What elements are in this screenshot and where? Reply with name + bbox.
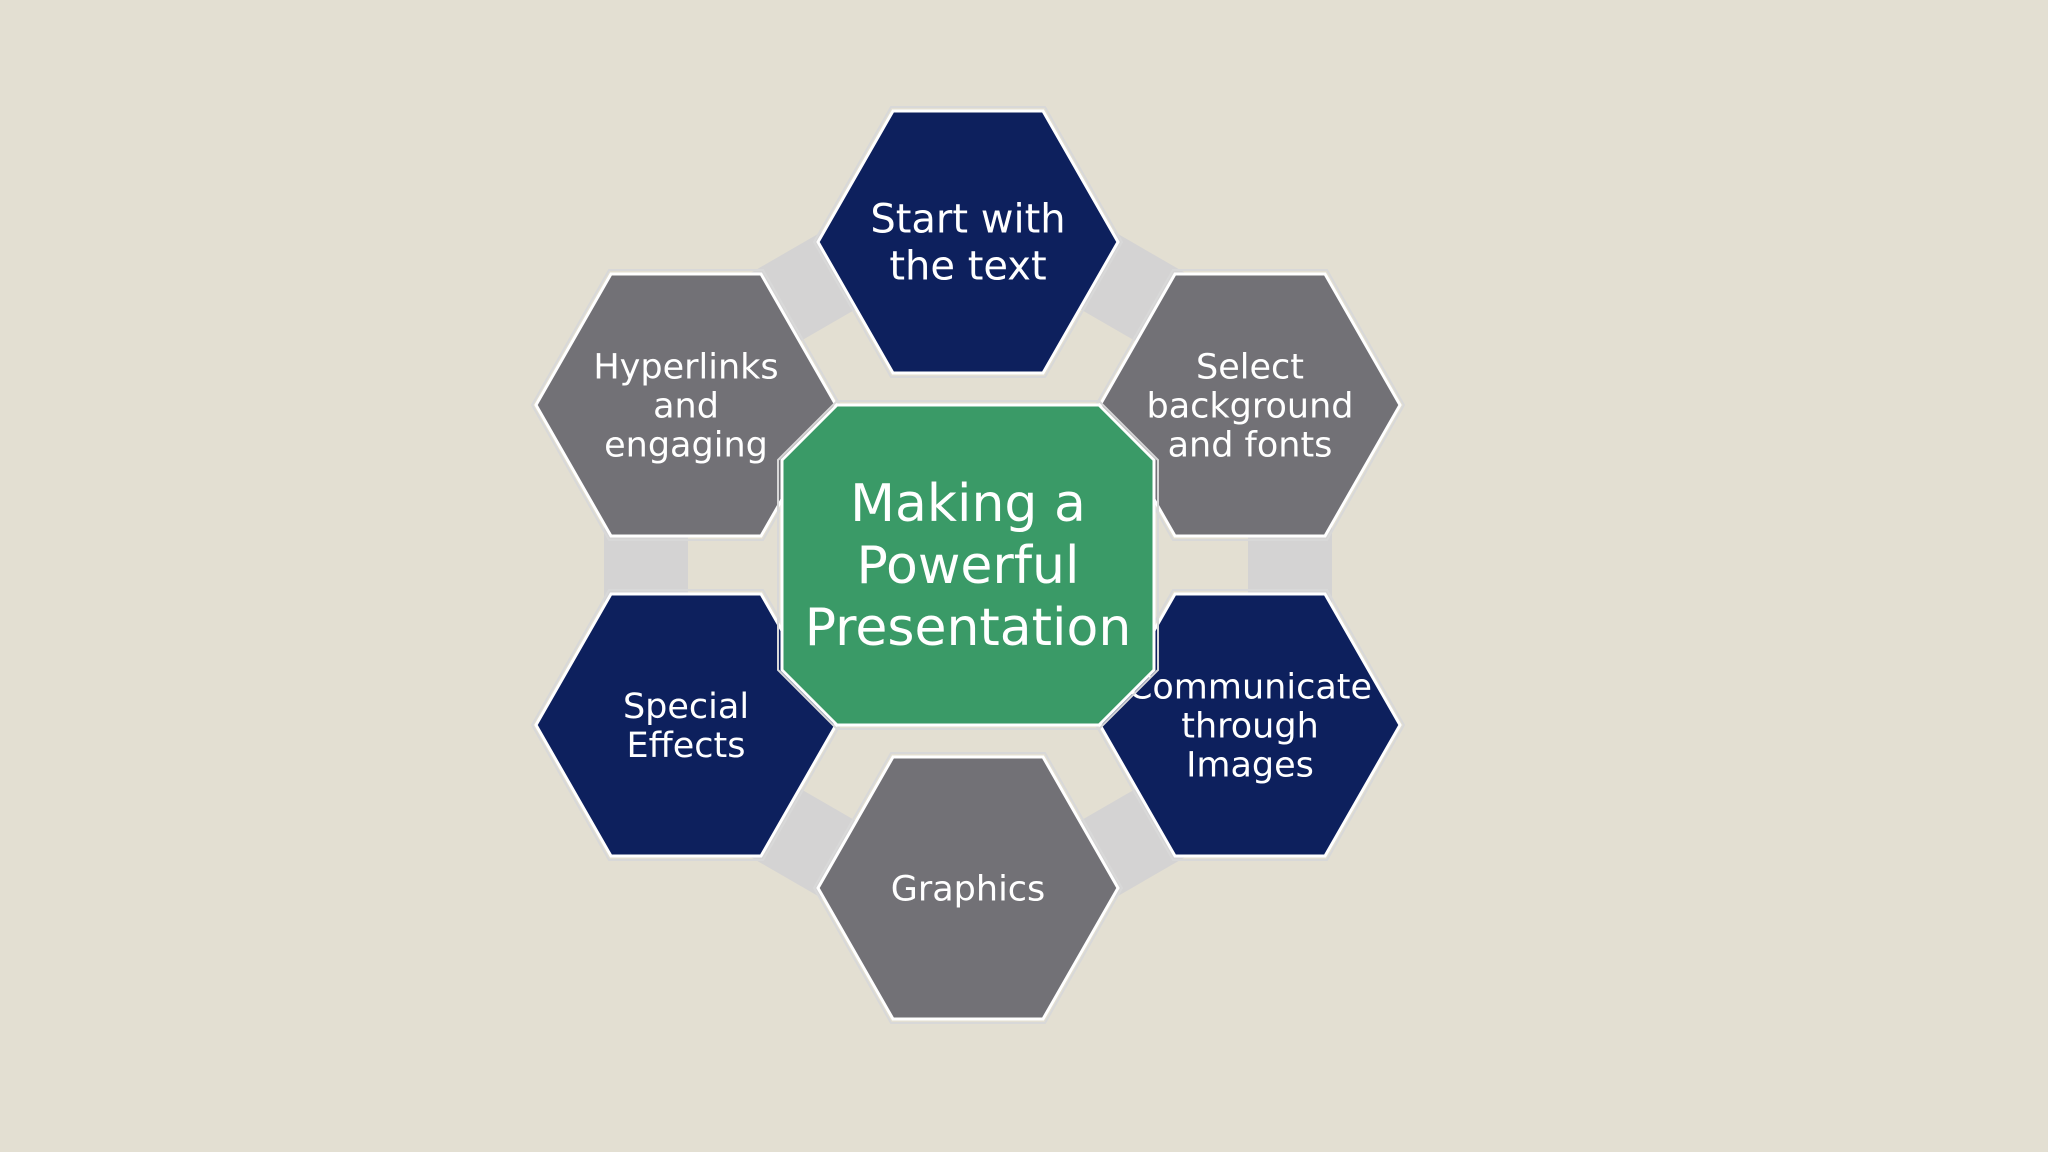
- hex-label-line: Select: [1196, 347, 1304, 387]
- hex-label-line: Special: [623, 687, 749, 727]
- center-label-line: Presentation: [805, 598, 1132, 658]
- hex-label-line: Hyperlinks: [593, 347, 778, 387]
- hex-outline: [1094, 269, 1406, 541]
- hex-label-line: Start with: [870, 197, 1065, 243]
- center-shape: [780, 403, 1156, 727]
- hex-label-line: and: [653, 386, 719, 426]
- center-label-line: Powerful: [857, 536, 1080, 596]
- hex-label-line: through: [1181, 706, 1319, 746]
- hexagon-shape: [1098, 592, 1402, 858]
- hexagon-shape: [1098, 272, 1402, 538]
- hex-node-graphics: Graphics: [812, 752, 1124, 1024]
- hex-label-line: engaging: [604, 425, 768, 465]
- hex-outline: [812, 106, 1124, 378]
- hex-label-line: background: [1146, 386, 1353, 426]
- hex-label-line: the text: [889, 244, 1046, 290]
- hex-label-line: Graphics: [891, 869, 1046, 909]
- hexagon-shape: [816, 755, 1120, 1021]
- hex-label-line: Communicate: [1128, 667, 1372, 707]
- hex-outline: [812, 752, 1124, 1024]
- center-label-line: Making a: [850, 474, 1086, 534]
- hex-label-line: and fonts: [1168, 425, 1333, 465]
- center-outline: [777, 400, 1159, 730]
- hex-outline: [1094, 589, 1406, 861]
- hex-label-line: Images: [1186, 745, 1314, 785]
- hex-label-line: Effects: [627, 726, 746, 766]
- hexagon-shape: [816, 109, 1120, 375]
